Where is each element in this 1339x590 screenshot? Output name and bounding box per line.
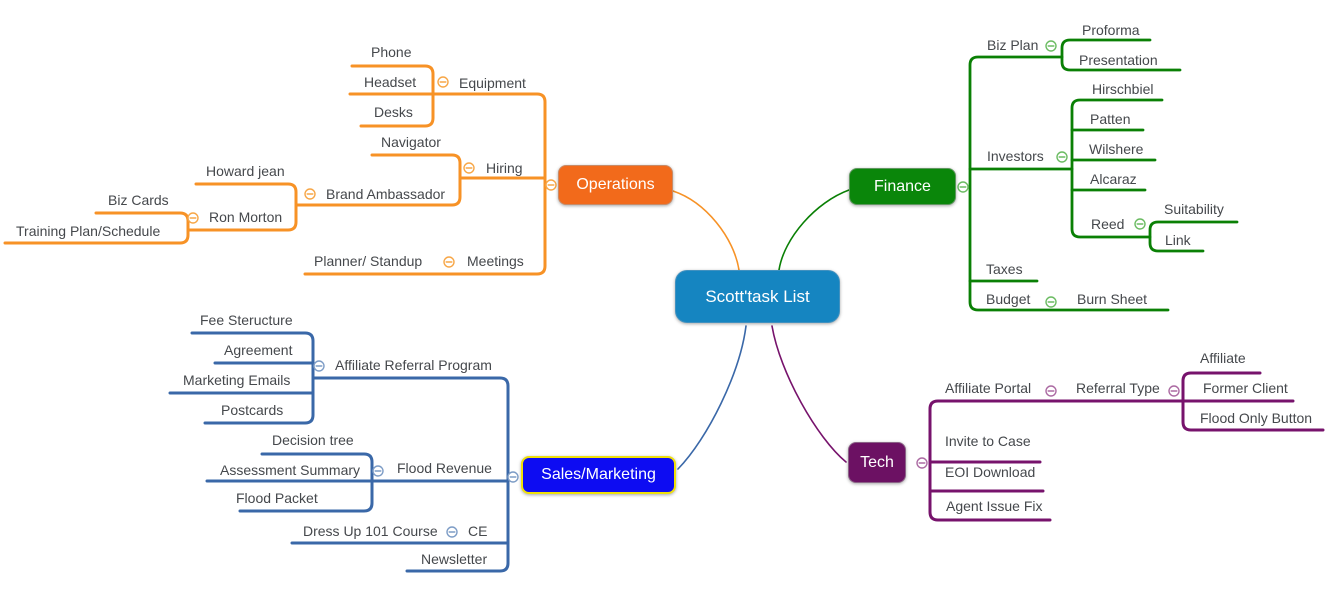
operations-branch-lines: [3, 64, 740, 276]
node-postcards[interactable]: Postcards: [221, 402, 284, 418]
tech-branch-lines: [771, 325, 1325, 522]
node-training-plan-schedule[interactable]: Training Plan/Schedule: [16, 223, 161, 239]
node-agreement[interactable]: Agreement: [224, 342, 293, 358]
node-hirschbiel[interactable]: Hirschbiel: [1092, 81, 1154, 97]
node-agent-issue-fix[interactable]: Agent Issue Fix: [946, 498, 1043, 514]
node-wilshere[interactable]: Wilshere: [1089, 141, 1144, 157]
node-proforma[interactable]: Proforma: [1082, 22, 1140, 38]
collapse-icon-flood-revenue[interactable]: [372, 464, 384, 477]
collapse-icon-equipment[interactable]: [437, 75, 449, 88]
collapse-icon-finance[interactable]: [957, 180, 969, 193]
node-phone[interactable]: Phone: [371, 44, 412, 60]
node-link[interactable]: Link: [1165, 232, 1191, 248]
node-affiliate-portal[interactable]: Affiliate Portal: [945, 380, 1032, 396]
branch-topic-operations[interactable]: Operations: [558, 165, 673, 205]
collapse-icon-reed[interactable]: [1134, 217, 1146, 230]
node-flood-revenue[interactable]: Flood Revenue: [397, 460, 492, 476]
node-alcaraz[interactable]: Alcaraz: [1090, 171, 1137, 187]
node-eoi-download[interactable]: EOI Download: [945, 464, 1036, 480]
collapse-icon-sales-marketing[interactable]: [507, 470, 519, 483]
node-ce[interactable]: CE: [468, 523, 488, 539]
finance-branch-lines: [778, 38, 1239, 312]
node-reed[interactable]: Reed: [1091, 216, 1125, 232]
node-invite-to-case[interactable]: Invite to Case: [945, 433, 1031, 449]
node-affiliate-referral-program[interactable]: Affiliate Referral Program: [335, 357, 492, 373]
node-headset[interactable]: Headset: [364, 74, 417, 90]
node-dress-up-101-course[interactable]: Dress Up 101 Course: [303, 523, 438, 539]
node-howard-jean[interactable]: Howard jean: [206, 163, 285, 179]
node-burn-sheet[interactable]: Burn Sheet: [1077, 291, 1148, 307]
node-patten[interactable]: Patten: [1090, 111, 1131, 127]
node-affiliate[interactable]: Affiliate: [1200, 350, 1246, 366]
collapse-icon-affiliate-referral-program[interactable]: [313, 359, 325, 372]
node-suitability[interactable]: Suitability: [1164, 201, 1224, 217]
node-taxes[interactable]: Taxes: [986, 261, 1023, 277]
node-flood-only-button[interactable]: Flood Only Button: [1200, 410, 1313, 426]
collapse-icon-affiliate-portal[interactable]: [1045, 384, 1057, 397]
node-planner-standup[interactable]: Planner/ Standup: [314, 253, 423, 269]
node-investors[interactable]: Investors: [987, 148, 1044, 164]
node-referral-type[interactable]: Referral Type: [1076, 380, 1160, 396]
branch-topic-tech[interactable]: Tech: [848, 442, 906, 483]
collapse-icon-hiring[interactable]: [463, 161, 475, 174]
node-assessment-summary[interactable]: Assessment Summary: [220, 462, 361, 478]
node-equipment[interactable]: Equipment: [459, 75, 526, 91]
collapse-icon-meetings[interactable]: [443, 255, 455, 268]
collapse-icon-ron-morton[interactable]: [187, 211, 199, 224]
collapse-icon-referral-type[interactable]: [1168, 384, 1180, 397]
collapse-icon-operations[interactable]: [545, 178, 557, 191]
sales-marketing-branch-lines: [168, 325, 747, 573]
collapse-icon-budget[interactable]: [1045, 295, 1057, 308]
node-marketing-emails[interactable]: Marketing Emails: [183, 372, 291, 388]
branch-topic-sales-marketing[interactable]: Sales/Marketing: [521, 456, 676, 494]
node-desks[interactable]: Desks: [374, 104, 413, 120]
node-ron-morton[interactable]: Ron Morton: [209, 209, 283, 225]
node-biz-plan[interactable]: Biz Plan: [987, 37, 1039, 53]
collapse-icon-ce[interactable]: [446, 525, 458, 538]
node-former-client[interactable]: Former Client: [1203, 380, 1288, 396]
node-decision-tree[interactable]: Decision tree: [272, 432, 354, 448]
node-fee-steructure[interactable]: Fee Steructure: [200, 312, 293, 328]
node-navigator[interactable]: Navigator: [381, 134, 441, 150]
node-biz-cards[interactable]: Biz Cards: [108, 192, 169, 208]
node-brand-ambassador[interactable]: Brand Ambassador: [326, 186, 446, 202]
node-presentation[interactable]: Presentation: [1079, 52, 1158, 68]
node-budget[interactable]: Budget: [986, 291, 1031, 307]
collapse-icon-brand-ambassador[interactable]: [304, 187, 316, 200]
collapse-icon-biz-plan[interactable]: [1045, 39, 1057, 52]
branch-topic-finance[interactable]: Finance: [849, 168, 956, 205]
node-flood-packet[interactable]: Flood Packet: [236, 490, 318, 506]
collapse-icon-tech[interactable]: [916, 456, 928, 469]
central-topic[interactable]: Scott'task List: [675, 270, 840, 323]
collapse-icon-investors[interactable]: [1056, 150, 1068, 163]
node-newsletter[interactable]: Newsletter: [421, 551, 488, 567]
node-meetings[interactable]: Meetings: [467, 253, 524, 269]
node-hiring[interactable]: Hiring: [486, 160, 523, 176]
